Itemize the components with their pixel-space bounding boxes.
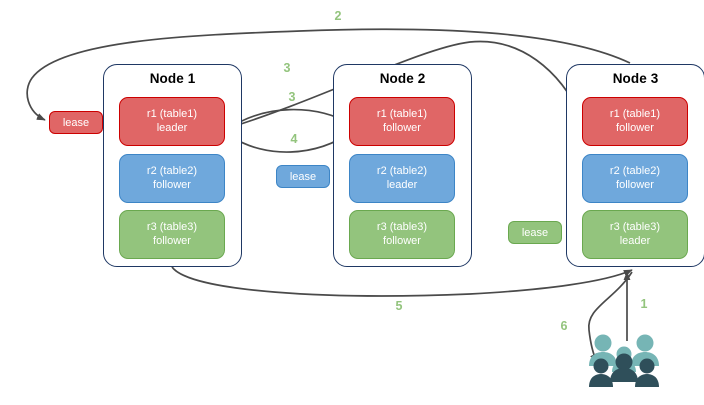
replica-role: follower [616, 178, 654, 191]
node-title-2: Node 2 [379, 71, 426, 86]
lease-chip-table2[interactable]: lease [276, 165, 330, 188]
replica-node2-r2[interactable]: r2 (table2) leader [349, 154, 455, 203]
replica-node2-r1[interactable]: r1 (table1) follower [349, 97, 455, 146]
lease-chip-table1[interactable]: lease [49, 111, 103, 134]
step-label-1: 1 [640, 297, 648, 311]
node-title-1: Node 1 [149, 71, 196, 86]
replica-role: follower [153, 178, 191, 191]
node-title-3: Node 3 [612, 71, 659, 86]
step-label-3-short: 3 [288, 90, 296, 104]
replica-node3-r3[interactable]: r3 (table3) leader [582, 210, 688, 259]
users-icon-svg [589, 334, 659, 387]
lease-chip-table3[interactable]: lease [508, 221, 562, 244]
replica-name: r3 (table3) [376, 221, 428, 233]
replica-name: r3 (table3) [609, 221, 661, 233]
replica-name: r2 (table2) [146, 165, 198, 177]
replica-role: follower [383, 121, 421, 134]
replica-node3-r1[interactable]: r1 (table1) follower [582, 97, 688, 146]
replica-name: r2 (table2) [609, 165, 661, 177]
replica-role: leader [619, 234, 651, 247]
replica-node2-r3[interactable]: r3 (table3) follower [349, 210, 455, 259]
replica-node1-r1[interactable]: r1 (table1) leader [119, 97, 225, 146]
replica-name: r2 (table2) [376, 165, 428, 177]
replica-node1-r2[interactable]: r2 (table2) follower [119, 154, 225, 203]
replica-node3-r2[interactable]: r2 (table2) follower [582, 154, 688, 203]
replica-name: r3 (table3) [146, 221, 198, 233]
replica-name: r1 (table1) [146, 108, 198, 120]
replica-role: leader [386, 178, 418, 191]
replica-name: r1 (table1) [609, 108, 661, 120]
replica-role: follower [153, 234, 191, 247]
edge-step-5 [171, 266, 633, 297]
replica-role: leader [156, 121, 188, 134]
replica-node1-r3[interactable]: r3 (table3) follower [119, 210, 225, 259]
users-icon [586, 332, 662, 388]
step-label-5: 5 [395, 299, 403, 313]
step-label-6: 6 [560, 319, 568, 333]
step-label-3-long: 3 [283, 61, 291, 75]
replica-name: r1 (table1) [376, 108, 428, 120]
step-label-2: 2 [334, 9, 342, 23]
step-label-4: 4 [290, 132, 298, 146]
replica-role: follower [383, 234, 421, 247]
replica-role: follower [616, 121, 654, 134]
